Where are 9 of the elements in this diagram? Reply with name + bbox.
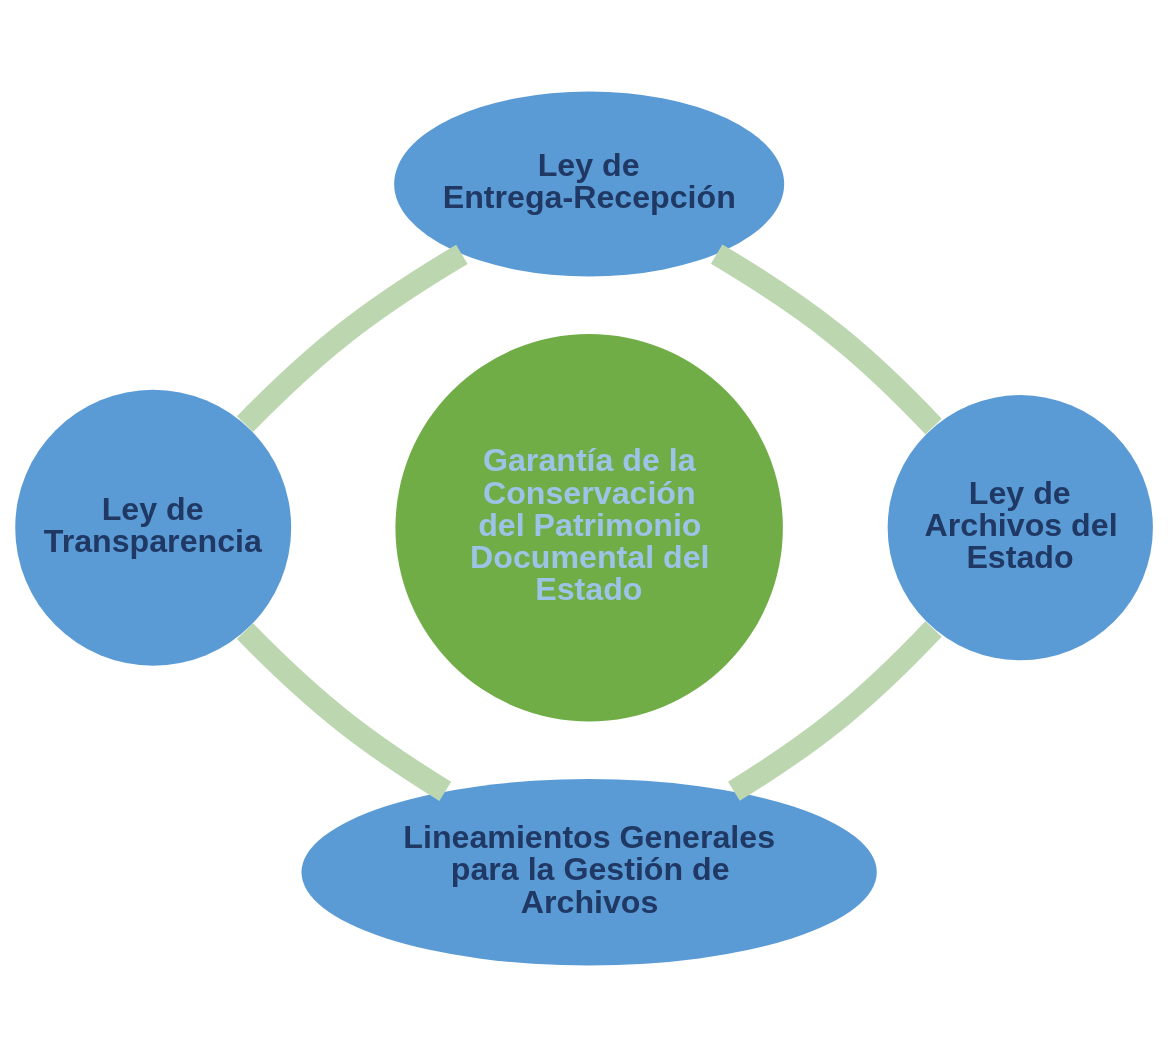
node-circle: Ley de Transparencia bbox=[15, 389, 292, 666]
connector bbox=[236, 623, 452, 801]
connector bbox=[728, 621, 942, 801]
node-ellipse: Lineamientos Generales para la Gestión de Archivos bbox=[301, 779, 877, 966]
connector bbox=[710, 244, 942, 435]
connector bbox=[236, 244, 468, 433]
node-circle: Ley de Archivos del Estado bbox=[887, 395, 1153, 661]
node-circle: Garantía de la Conservación del Patrimonio Documental del Estado bbox=[395, 334, 783, 722]
node-ellipse: Ley de Entrega-Recepción bbox=[394, 91, 785, 277]
